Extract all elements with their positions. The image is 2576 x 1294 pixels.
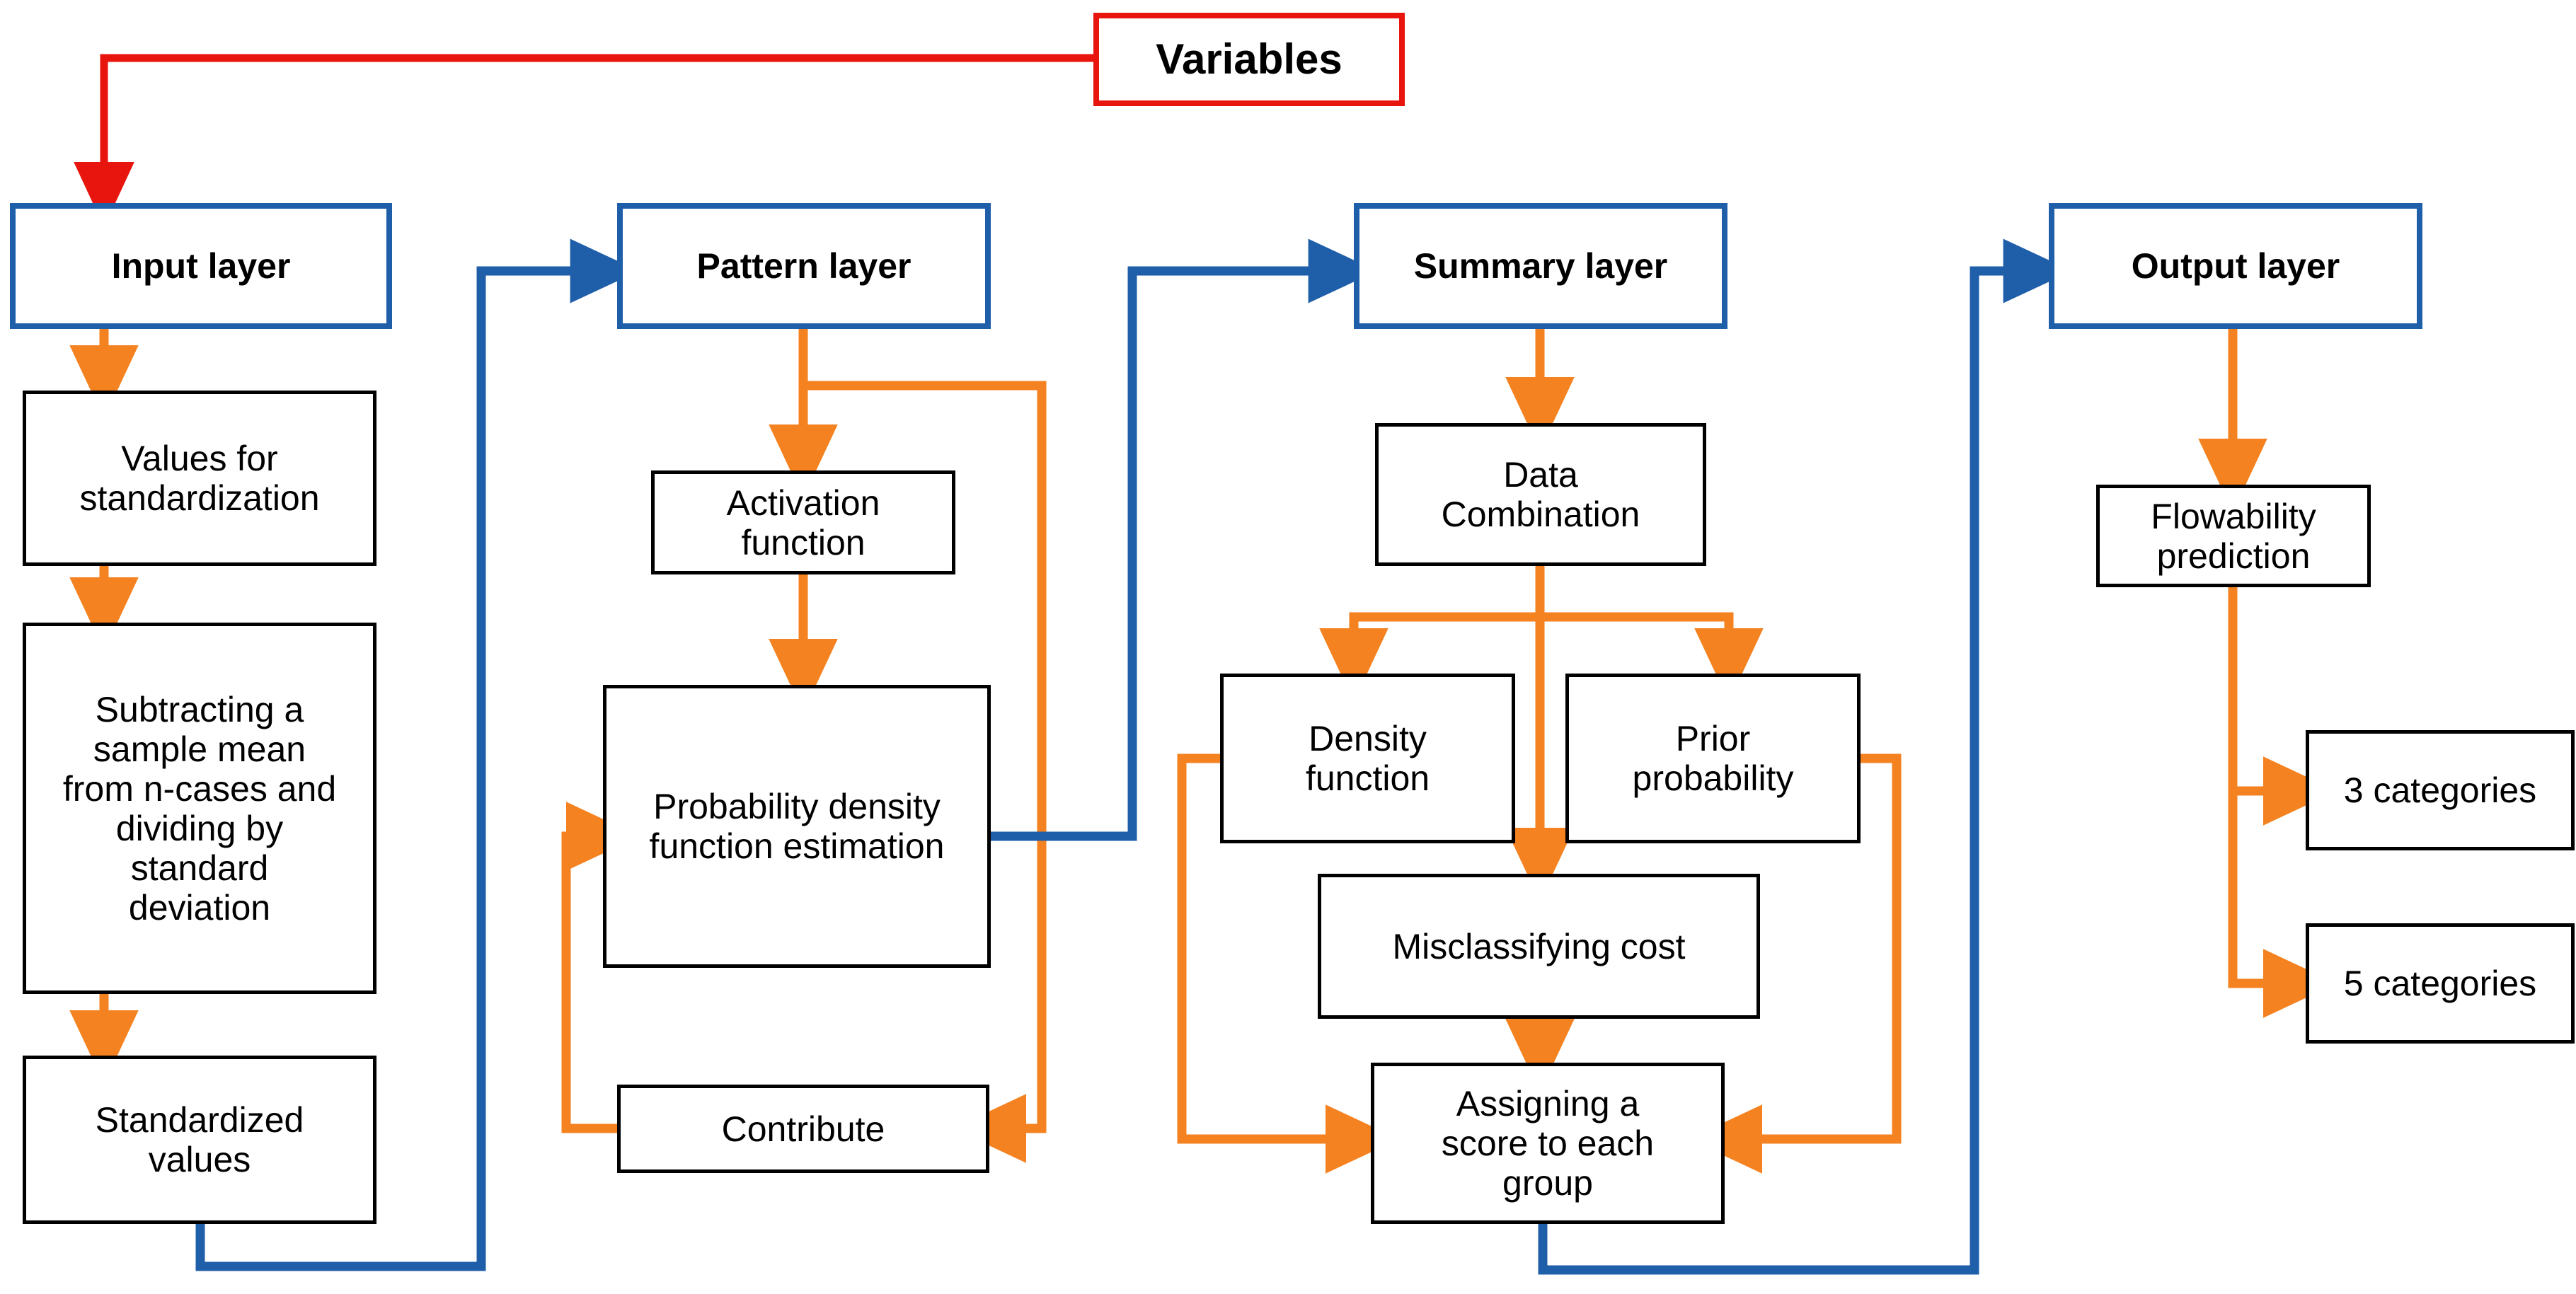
connector-datacombination-to-prior (1535, 566, 1764, 702)
node-five-categories-label: 5 categories (2343, 964, 2537, 1003)
connector-assigning-to-output (1538, 238, 2073, 1275)
variables-label: Variables (1156, 35, 1342, 83)
connector-flowability-to-three (2228, 587, 2337, 826)
connector-flowability-to-five (2228, 587, 2337, 1018)
connector-pdf-to-summary (991, 238, 1378, 841)
variables-box[interactable]: Variables (1093, 13, 1405, 106)
node-contribute[interactable]: Contribute (617, 1085, 989, 1173)
header-input-layer-label: Input layer (111, 246, 291, 286)
node-misclassifying-cost[interactable]: Misclassifying cost (1318, 874, 1760, 1019)
connector-pattern-to-contribute (803, 381, 1047, 1163)
header-output-layer[interactable]: Output layer (2049, 203, 2422, 329)
node-five-categories[interactable]: 5 categories (2306, 923, 2575, 1044)
header-pattern-layer-label: Pattern layer (696, 246, 912, 286)
node-contribute-label: Contribute (721, 1109, 885, 1149)
node-three-categories[interactable]: 3 categories (2306, 730, 2575, 850)
header-output-layer-label: Output layer (2131, 246, 2340, 286)
header-summary-layer[interactable]: Summary layer (1354, 203, 1727, 329)
connector-standardized-to-pattern (195, 238, 640, 1271)
connector-prior-to-assigning (1689, 753, 1902, 1174)
node-three-categories-label: 3 categories (2343, 770, 2537, 810)
connector-contribute-to-pdf (561, 802, 640, 1133)
connector-density-to-assigning (1177, 753, 1399, 1174)
header-summary-layer-label: Summary layer (1413, 246, 1668, 286)
connector-variables-to-input (74, 54, 1093, 228)
node-misclassifying-cost-label: Misclassifying cost (1392, 926, 1686, 966)
connector-datacombination-to-density (1319, 566, 1545, 702)
header-pattern-layer[interactable]: Pattern layer (617, 203, 991, 329)
header-input-layer[interactable]: Input layer (10, 203, 392, 329)
